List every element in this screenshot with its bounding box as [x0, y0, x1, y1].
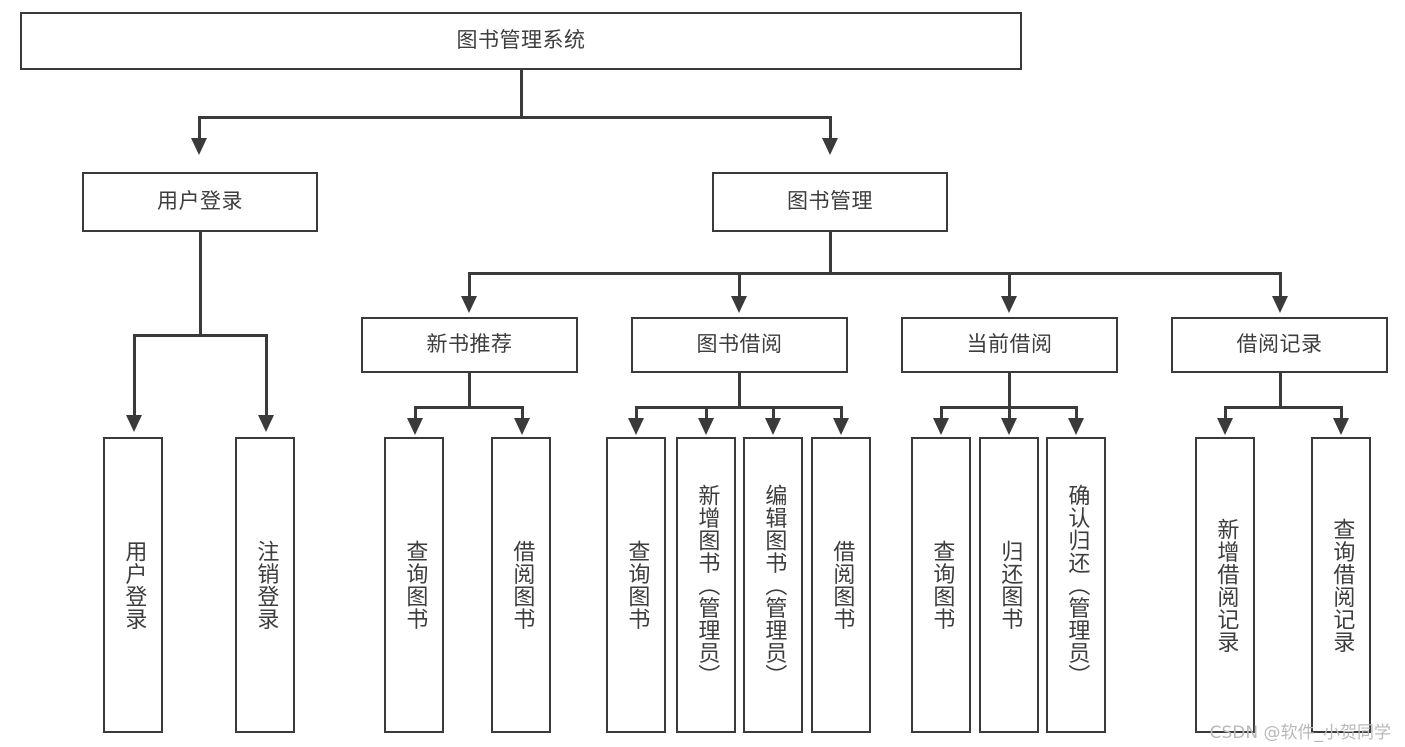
leaf-br-add-record[interactable]: 新增借阅记录 — [1195, 437, 1255, 733]
leaf-logout[interactable]: 注销登录 — [235, 437, 295, 733]
node-root-book-management-system[interactable]: 图书管理系统 — [20, 12, 1022, 70]
node-borrow-record[interactable]: 借阅记录 — [1171, 317, 1388, 373]
connector-book-borrow-stem — [738, 373, 741, 408]
connector-drop-book-management — [829, 116, 832, 141]
connector-drop-book-borrow — [738, 272, 741, 299]
arrowhead-bb-query — [628, 418, 644, 435]
connector-drop-br-query — [1340, 406, 1343, 420]
connector-drop-nb-query — [414, 406, 417, 420]
connector-drop-bb-query — [635, 406, 638, 420]
node-book-borrow[interactable]: 图书借阅 — [631, 317, 848, 373]
arrowhead-book-borrow — [731, 296, 747, 313]
connector-root-stem — [520, 70, 523, 118]
connector-drop-br-add — [1224, 406, 1227, 420]
connector-drop-current-borrow — [1008, 272, 1011, 299]
connector-drop-leaf-user-login — [133, 334, 136, 418]
node-label: 当前借阅 — [966, 332, 1053, 357]
leaf-bb-edit-book[interactable]: 编辑图书（管理员） — [743, 437, 803, 733]
connector-book-borrow-bar — [635, 406, 841, 409]
csdn-watermark: CSDN @软件_小贺同学 — [1209, 723, 1391, 743]
connector-drop-nb-borrow — [521, 406, 524, 420]
leaf-bb-add-book[interactable]: 新增图书（管理员） — [676, 437, 736, 733]
arrowhead-current-borrow — [1001, 296, 1017, 313]
connector-drop-cb-return — [1008, 406, 1011, 420]
connector-new-book-stem — [468, 373, 471, 408]
arrowhead-leaf-logout — [258, 415, 274, 432]
leaf-br-query-record[interactable]: 查询借阅记录 — [1311, 437, 1371, 733]
node-label: 借阅图书 — [509, 540, 535, 630]
connector-user-login-stem — [199, 232, 202, 336]
leaf-cb-return-book[interactable]: 归还图书 — [979, 437, 1039, 733]
leaf-nb-borrow-book[interactable]: 借阅图书 — [491, 437, 551, 733]
connector-borrow-record-bar — [1224, 406, 1342, 409]
arrowhead-cb-query — [933, 418, 949, 435]
node-label: 确认归还（管理员） — [1064, 483, 1090, 687]
connector-borrow-record-stem — [1279, 373, 1282, 408]
leaf-bb-query-book[interactable]: 查询图书 — [606, 437, 666, 733]
node-label: 查询图书 — [929, 540, 955, 630]
node-label: 新书推荐 — [426, 332, 513, 357]
leaf-nb-query-book[interactable]: 查询图书 — [384, 437, 444, 733]
connector-level1-bar — [198, 116, 832, 119]
connector-drop-new-book — [468, 272, 471, 299]
connector-drop-bb-edit — [772, 406, 775, 420]
arrowhead-nb-borrow — [514, 418, 530, 435]
node-current-borrow[interactable]: 当前借阅 — [901, 317, 1118, 373]
node-label: 注销登录 — [253, 540, 279, 630]
node-label: 归还图书 — [997, 540, 1023, 630]
node-label: 新增借阅记录 — [1213, 517, 1239, 653]
connector-book-management-stem — [829, 232, 832, 274]
leaf-cb-confirm-return[interactable]: 确认归还（管理员） — [1046, 437, 1106, 733]
node-label: 新增图书（管理员） — [694, 483, 720, 687]
connector-user-login-bar — [133, 334, 267, 337]
arrowhead-cb-return — [1001, 418, 1017, 435]
arrowhead-cb-confirm — [1068, 418, 1084, 435]
connector-drop-user-login — [198, 116, 201, 141]
connector-new-book-bar — [414, 406, 524, 409]
arrowhead-bb-edit — [765, 418, 781, 435]
connector-drop-cb-query — [940, 406, 943, 420]
arrowhead-bb-add — [698, 418, 714, 435]
node-book-management[interactable]: 图书管理 — [712, 172, 948, 232]
arrowhead-br-add — [1217, 418, 1233, 435]
node-label: 借阅记录 — [1236, 332, 1323, 357]
connector-level2-bar — [468, 272, 1282, 275]
arrowhead-nb-query — [407, 418, 423, 435]
arrowhead-new-book — [461, 296, 477, 313]
leaf-cb-query-book[interactable]: 查询图书 — [911, 437, 971, 733]
connector-drop-bb-add — [705, 406, 708, 420]
node-label: 查询图书 — [402, 540, 428, 630]
node-label: 查询借阅记录 — [1329, 517, 1355, 653]
node-label: 编辑图书（管理员） — [761, 483, 787, 687]
connector-drop-bb-borrow — [840, 406, 843, 420]
node-label: 用户登录 — [157, 189, 243, 214]
arrowhead-book-management — [822, 138, 838, 155]
connector-current-borrow-stem — [1008, 373, 1011, 408]
leaf-user-login[interactable]: 用户登录 — [103, 437, 163, 733]
arrowhead-leaf-user-login — [126, 415, 142, 432]
connector-drop-leaf-logout — [265, 334, 268, 418]
arrowhead-user-login — [191, 138, 207, 155]
node-label: 图书借阅 — [696, 332, 783, 357]
leaf-bb-borrow-book[interactable]: 借阅图书 — [811, 437, 871, 733]
connector-drop-borrow-record — [1279, 272, 1282, 299]
node-new-book-recommend[interactable]: 新书推荐 — [361, 317, 578, 373]
node-label: 图书管理 — [787, 189, 873, 214]
node-label: 查询图书 — [624, 540, 650, 630]
arrowhead-bb-borrow — [833, 418, 849, 435]
node-label: 用户登录 — [121, 540, 147, 630]
node-label: 图书管理系统 — [456, 28, 586, 53]
arrowhead-borrow-record — [1272, 296, 1288, 313]
node-user-login[interactable]: 用户登录 — [82, 172, 318, 232]
node-label: 借阅图书 — [829, 540, 855, 630]
arrowhead-br-query — [1333, 418, 1349, 435]
connector-drop-cb-confirm — [1075, 406, 1078, 420]
